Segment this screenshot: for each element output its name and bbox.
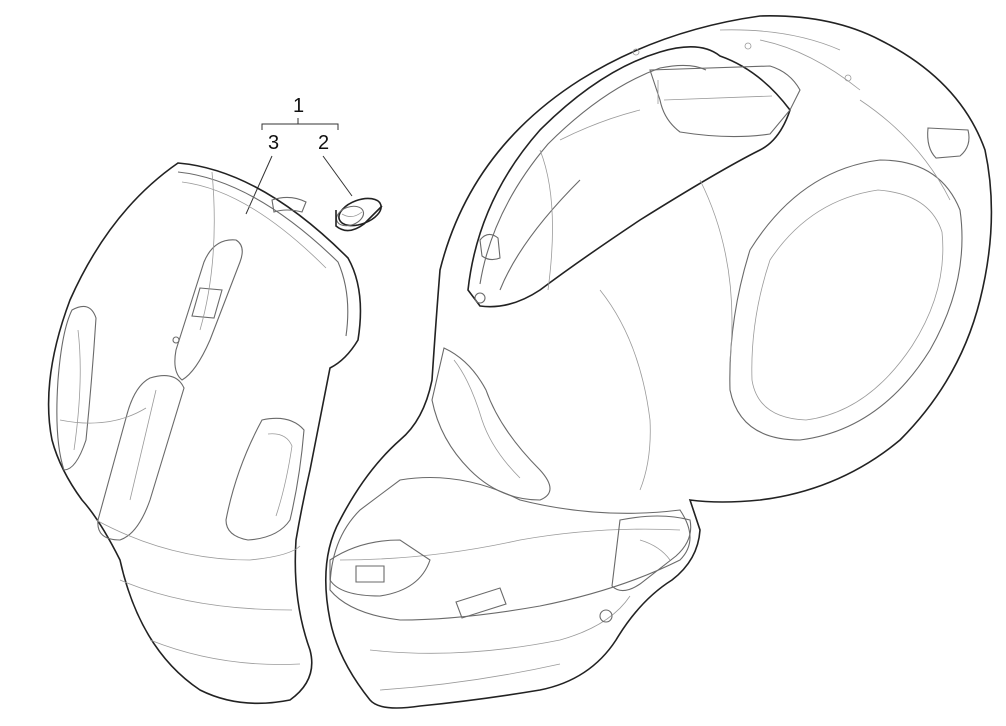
part-2-grommet[interactable] [334,193,385,232]
leader-line-3 [245,155,273,215]
part-3-front-shield[interactable] [47,162,362,705]
callout-2[interactable]: 2 [318,132,329,154]
callout-3[interactable]: 3 [268,132,279,154]
callout-group: 1 3 2 [245,95,353,215]
part-1-main-frame[interactable] [324,15,993,709]
callout-bracket [261,123,339,130]
leader-line-2 [322,155,353,197]
callout-1[interactable]: 1 [293,95,304,117]
